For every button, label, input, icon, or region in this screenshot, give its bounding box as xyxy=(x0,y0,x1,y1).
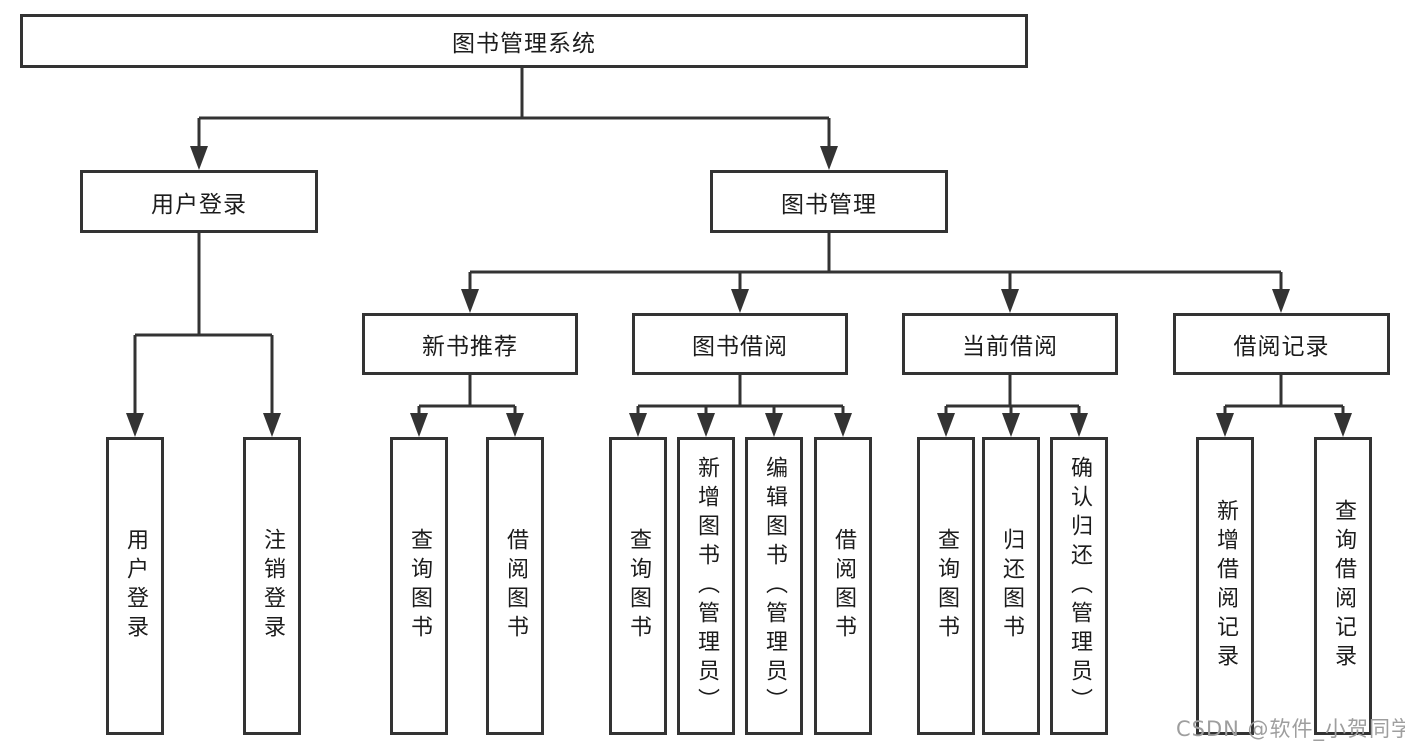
node-label: 查询图书 xyxy=(934,528,959,644)
leaf-node-query-books-recommend: 查询图书 xyxy=(390,437,448,735)
node-label: 查询借阅记录 xyxy=(1331,499,1356,673)
level2-node-user-login: 用户登录 xyxy=(80,170,318,233)
node-label: 新增借阅记录 xyxy=(1213,499,1238,673)
arrow-down-icon xyxy=(506,413,524,437)
arrow-down-icon xyxy=(1272,289,1290,313)
leaf-node-logout: 注销登录 xyxy=(243,437,301,735)
node-label: 图书管理系统 xyxy=(452,31,596,57)
arrow-down-icon xyxy=(190,146,208,170)
leaf-node-borrow-books: 借阅图书 xyxy=(814,437,872,735)
leaf-node-query-books-current: 查询图书 xyxy=(917,437,975,735)
leaf-node-return-books: 归还图书 xyxy=(982,437,1040,735)
node-label: 新书推荐 xyxy=(422,334,518,360)
leaf-node-confirm-return-admin: 确认归还（管理员） xyxy=(1050,437,1108,735)
arrow-down-icon xyxy=(937,413,955,437)
connector-root-to-level2 xyxy=(197,68,831,152)
arrow-down-icon xyxy=(126,413,144,437)
arrow-down-icon xyxy=(834,413,852,437)
connector-book-borrowing-to-leaves xyxy=(636,375,845,422)
connector-user-login-to-leaves xyxy=(133,233,274,422)
arrow-down-icon xyxy=(1334,413,1352,437)
level3-node-new-book-recommendation: 新书推荐 xyxy=(362,313,578,375)
leaf-node-add-books-admin: 新增图书（管理员） xyxy=(677,437,735,735)
node-label: 归还图书 xyxy=(999,528,1024,644)
level2-node-book-management: 图书管理 xyxy=(710,170,948,233)
root-node-library-management-system: 图书管理系统 xyxy=(20,14,1028,68)
arrow-down-icon xyxy=(731,289,749,313)
leaf-node-query-borrow-record: 查询借阅记录 xyxy=(1314,437,1372,735)
arrow-down-icon xyxy=(697,413,715,437)
csdn-watermark: CSDN @软件_小贺同学 xyxy=(1176,717,1405,741)
arrow-down-icon xyxy=(410,413,428,437)
leaf-node-user-login: 用户登录 xyxy=(106,437,164,735)
node-label: 编辑图书（管理员） xyxy=(762,455,787,717)
node-label: 借阅图书 xyxy=(831,528,856,644)
node-label: 新增图书（管理员） xyxy=(694,455,719,717)
leaf-node-add-borrow-record: 新增借阅记录 xyxy=(1196,437,1254,735)
node-label: 用户登录 xyxy=(151,191,247,218)
leaf-node-borrow-books-recommend: 借阅图书 xyxy=(486,437,544,735)
node-label: 当前借阅 xyxy=(962,334,1058,360)
node-label: 查询图书 xyxy=(626,528,651,644)
arrow-down-icon xyxy=(820,146,838,170)
node-label: 查询图书 xyxy=(407,528,432,644)
arrowheads xyxy=(126,146,1352,437)
connector-borrowing-records-to-leaves xyxy=(1223,375,1345,422)
arrow-down-icon xyxy=(263,413,281,437)
arrow-down-icon xyxy=(1070,413,1088,437)
level3-node-borrowing-records: 借阅记录 xyxy=(1173,313,1390,375)
node-label: 借阅记录 xyxy=(1233,334,1330,360)
node-label: 用户登录 xyxy=(123,528,148,644)
node-label: 借阅图书 xyxy=(503,528,528,644)
level3-node-book-borrowing: 图书借阅 xyxy=(632,313,848,375)
node-label: 确认归还（管理员） xyxy=(1067,455,1092,717)
arrow-down-icon xyxy=(1216,413,1234,437)
node-label: 图书借阅 xyxy=(692,334,788,360)
arrow-down-icon xyxy=(629,413,647,437)
arrow-down-icon xyxy=(1002,413,1020,437)
connector-book-management-to-level3 xyxy=(468,233,1283,298)
node-label: 注销登录 xyxy=(260,528,285,644)
node-label: 图书管理 xyxy=(781,191,877,218)
leaf-node-query-books-borrowing: 查询图书 xyxy=(609,437,667,735)
arrow-down-icon xyxy=(1001,289,1019,313)
arrow-down-icon xyxy=(765,413,783,437)
arrow-down-icon xyxy=(461,289,479,313)
leaf-node-edit-books-admin: 编辑图书（管理员） xyxy=(745,437,803,735)
level3-node-current-borrowing: 当前借阅 xyxy=(902,313,1118,375)
connector-new-book-to-leaves xyxy=(417,375,517,422)
